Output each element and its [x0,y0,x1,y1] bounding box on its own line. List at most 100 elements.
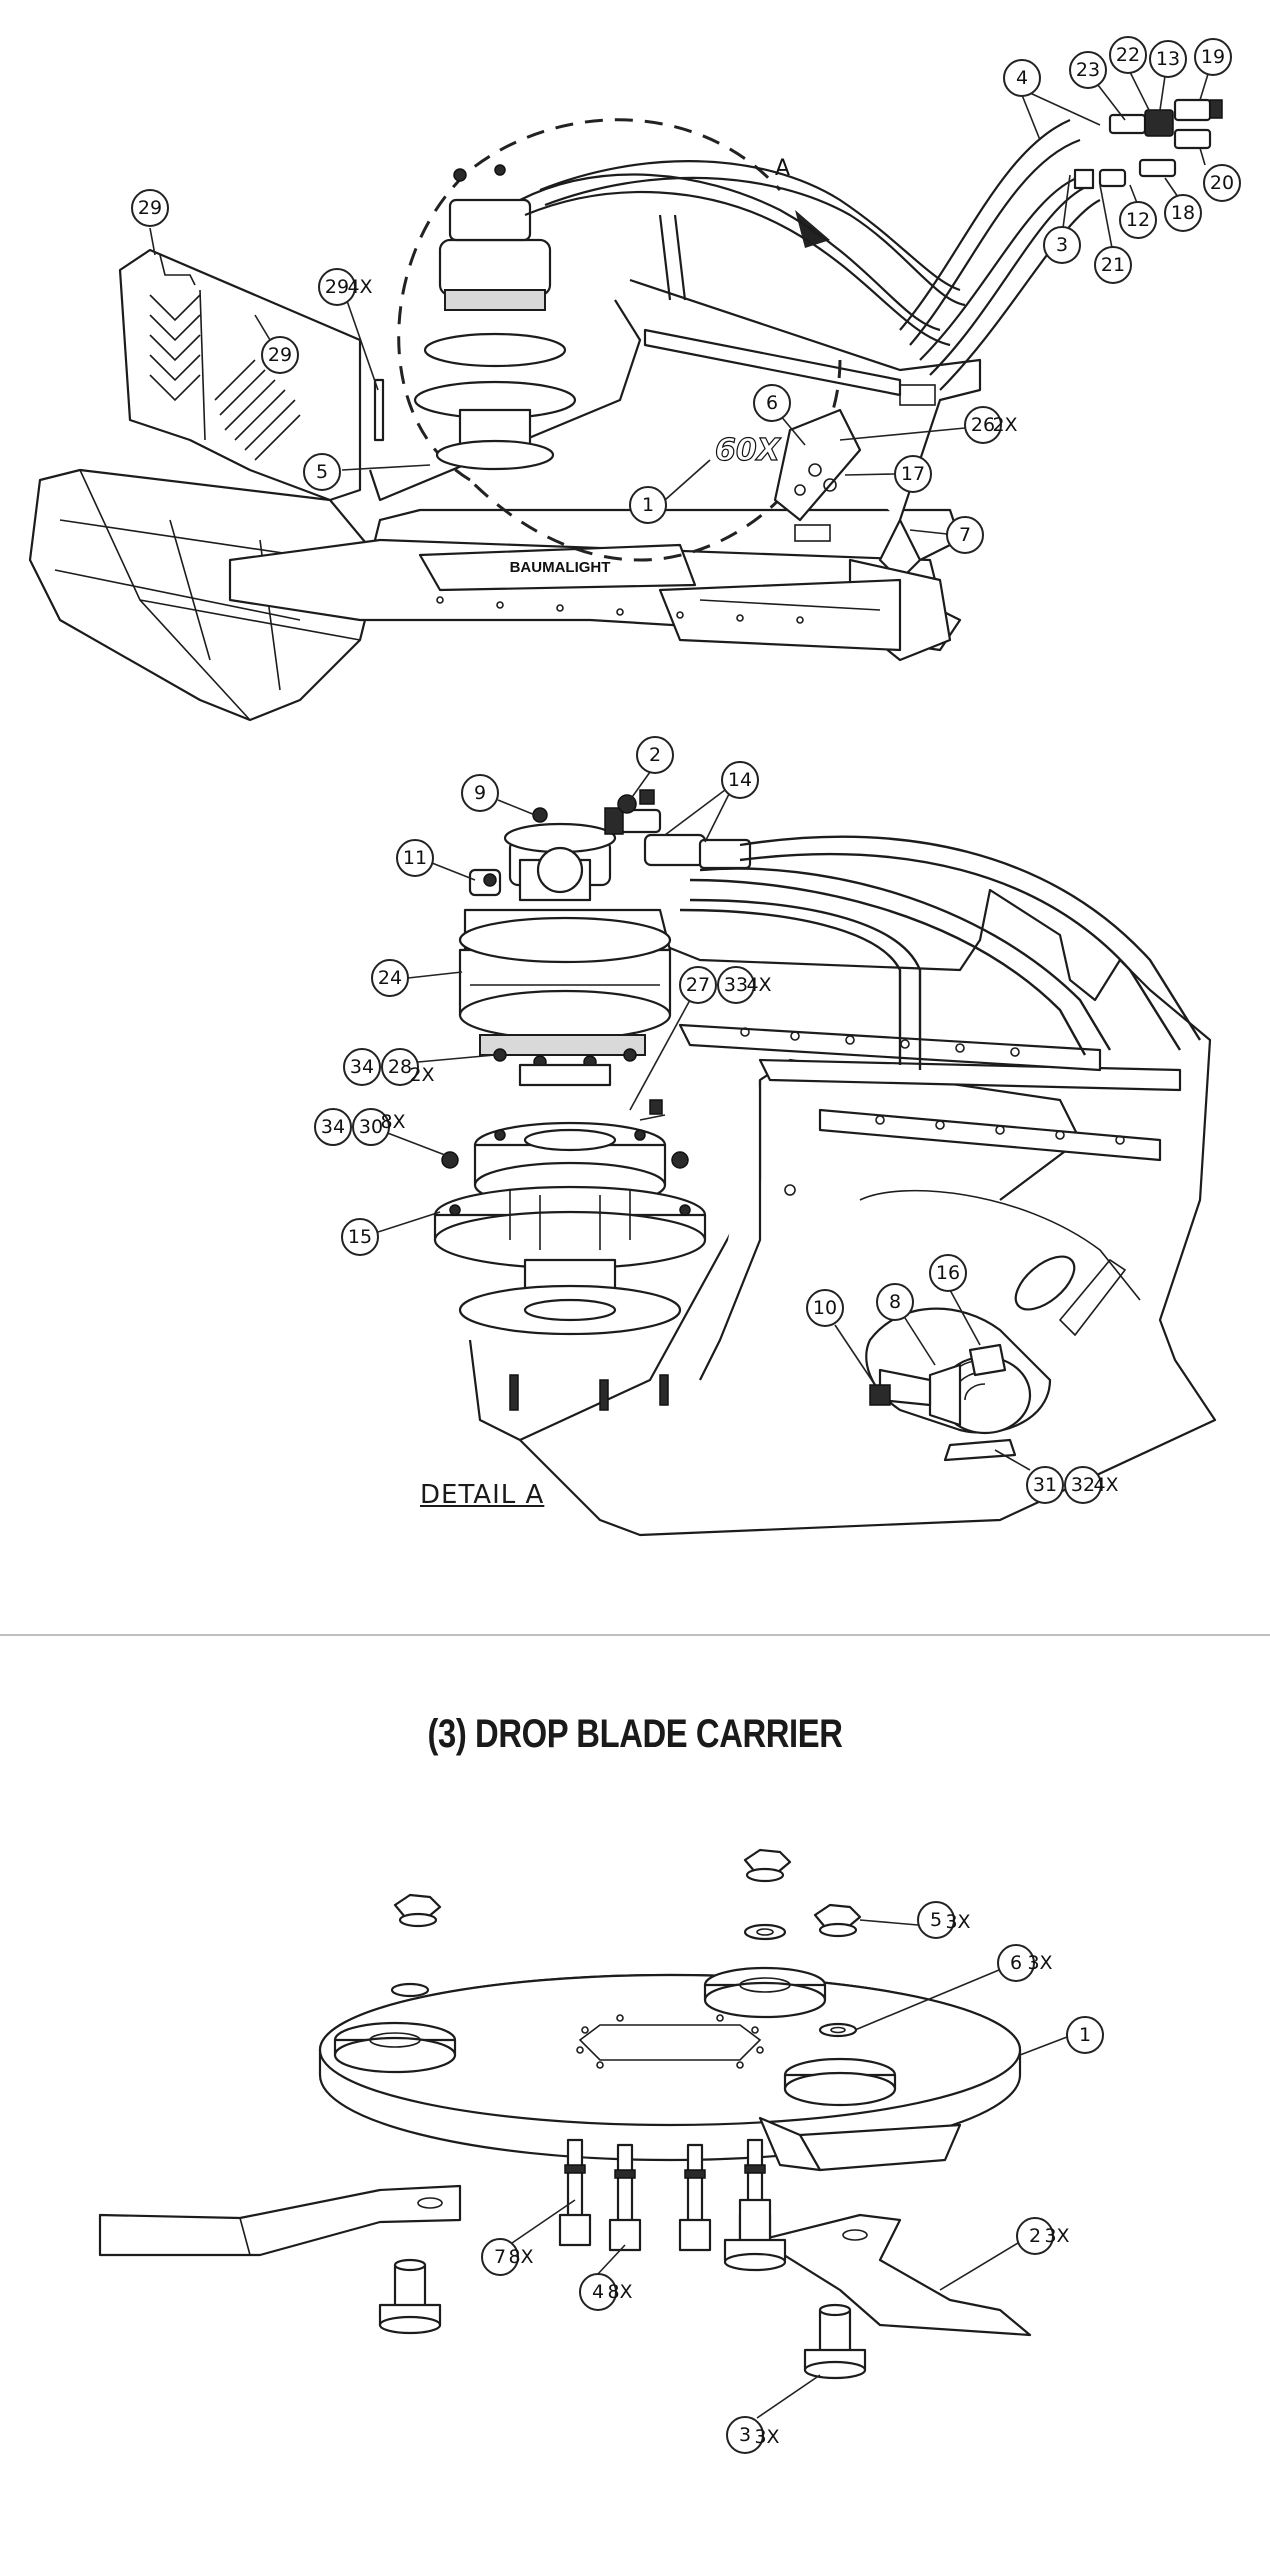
svg-text:3X: 3X [945,1911,970,1933]
svg-text:19: 19 [1201,46,1225,68]
svg-text:27: 27 [686,974,710,996]
svg-text:20: 20 [1210,172,1234,194]
callout-2: 2 [629,736,674,801]
svg-text:2X: 2X [409,1064,434,1086]
callout-20: 20 [1199,147,1241,202]
svg-text:2: 2 [1029,2225,1041,2247]
callout-15: 15 [341,1211,441,1256]
svg-text:29: 29 [138,197,162,219]
svg-text:18: 18 [1171,202,1195,224]
svg-text:4X: 4X [347,276,372,298]
svg-text:3: 3 [739,2424,751,2446]
svg-text:5: 5 [930,1909,942,1931]
svg-text:2: 2 [649,744,661,766]
svg-text:3X: 3X [1044,2225,1069,2247]
svg-text:14: 14 [728,769,752,791]
section-divider [0,1634,1270,1636]
svg-text:8: 8 [889,1291,901,1313]
svg-text:6: 6 [766,392,778,414]
decal-60x: 60X [715,433,782,468]
callout-34b: 34 [314,1108,352,1146]
svg-text:32: 32 [1071,1474,1095,1496]
callout-5: 5 [303,453,431,491]
callout-11: 11 [396,839,476,881]
callout-12: 12 [1119,184,1157,239]
section-title: (3) DROP BLADE CARRIER [427,1712,843,1756]
svg-text:16: 16 [936,1262,960,1284]
callout-29a: 29 [131,189,169,256]
svg-text:11: 11 [403,847,427,869]
svg-text:10: 10 [813,1297,837,1319]
callout-34a: 34 [343,1048,381,1086]
svg-text:8X: 8X [508,2246,533,2268]
blade-carrier-drawing [98,1848,1032,2380]
detail-a-label: DETAIL A [420,1480,545,1510]
callout-24: 24 [371,959,463,997]
svg-text:33: 33 [724,974,748,996]
svg-text:34: 34 [321,1116,345,1138]
callout-29c: 29 [254,314,299,374]
svg-text:23: 23 [1076,59,1100,81]
svg-text:4: 4 [592,2281,604,2303]
svg-text:31: 31 [1033,1474,1057,1496]
callout-18: 18 [1164,177,1202,232]
svg-text:9: 9 [474,782,486,804]
svg-text:4X: 4X [746,974,771,996]
svg-text:4X: 4X [1093,1474,1118,1496]
callout-3: 3 [1043,174,1081,264]
callout-22: 22 [1109,36,1151,113]
svg-text:29: 29 [268,344,292,366]
callout-16: 16 [929,1254,981,1346]
hydraulic-fittings [1073,98,1223,190]
callout-4: 4 [1003,59,1101,141]
svg-text:3: 3 [1056,234,1068,256]
svg-text:8X: 8X [380,1111,405,1133]
callout-1: 1 [629,459,711,524]
view-callout-a: A [775,156,790,181]
svg-text:2X: 2X [992,414,1017,436]
callout-7: 7 [909,516,984,554]
hydraulic-motor [458,807,672,1087]
callout-13: 13 [1149,40,1187,111]
svg-text:4: 4 [1016,67,1028,89]
svg-text:28: 28 [388,1056,412,1078]
svg-text:34: 34 [350,1056,374,1078]
svg-text:5: 5 [316,461,328,483]
callout-6: 6 [753,384,806,446]
detail-a-drawing [433,789,1217,1537]
gearbox-small [413,164,577,471]
callout-8: 8 [876,1283,936,1366]
spindle-bearing [433,1121,707,1411]
svg-text:30: 30 [359,1116,383,1138]
svg-text:29: 29 [325,276,349,298]
callout-1-carrier: 1 [1019,2016,1104,2056]
svg-text:22: 22 [1116,44,1140,66]
svg-text:3X: 3X [754,2426,779,2448]
callout-27: 27 [629,966,717,1111]
svg-text:26: 26 [971,414,995,436]
callout-17: 17 [844,455,932,493]
callout-21: 21 [1094,184,1132,284]
svg-text:1: 1 [1079,2024,1091,2046]
svg-text:24: 24 [378,967,402,989]
svg-text:13: 13 [1156,48,1180,70]
callout-19: 19 [1194,38,1232,101]
svg-text:7: 7 [959,524,971,546]
callout-10: 10 [806,1289,876,1386]
svg-text:17: 17 [901,463,925,485]
svg-text:12: 12 [1126,209,1150,231]
